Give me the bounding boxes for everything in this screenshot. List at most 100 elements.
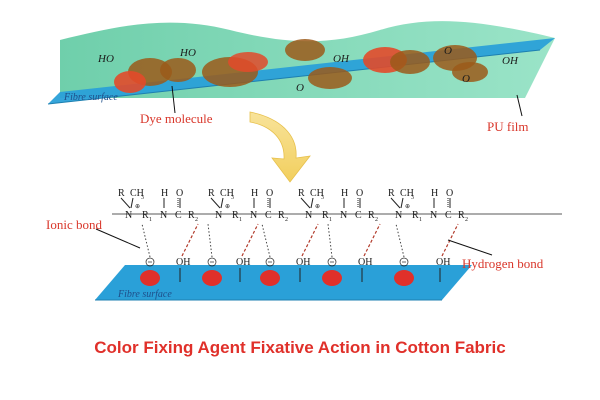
chain-bond <box>210 197 221 209</box>
negative-charge-icon <box>399 257 409 267</box>
chain-c-label: C <box>355 210 362 221</box>
chain-n-label: N <box>430 210 437 221</box>
chain-o-label: O <box>446 188 453 199</box>
chain-subscript: 3 <box>231 195 234 201</box>
chain-n-label: N <box>160 210 167 221</box>
positive-charge-icon: ⊕ <box>405 204 410 210</box>
positive-charge-icon: ⊕ <box>225 204 230 210</box>
hydrogen-bond-line <box>441 223 459 257</box>
chain-o-label: O <box>176 188 183 199</box>
ionic-bond-line <box>395 223 405 258</box>
chain-subscript: 1 <box>419 217 422 223</box>
group-label: O <box>444 45 452 57</box>
chain-r1-label: R <box>412 210 419 221</box>
chain-r2-label: R <box>188 210 195 221</box>
chain-n-label: N <box>215 210 222 221</box>
chain-subscript: 2 <box>375 217 378 223</box>
chain-bond <box>300 197 311 209</box>
chain-ch3-label: CH <box>220 188 234 199</box>
dye-molecule-label: Dye molecule <box>140 111 213 126</box>
group-label: OH <box>333 53 350 65</box>
anion-site <box>260 270 280 286</box>
group-label: HO <box>97 53 114 65</box>
pu-film-callout-line <box>516 94 523 117</box>
chain-subscript: 2 <box>285 217 288 223</box>
chain-c-label: C <box>265 210 272 221</box>
fibre-surface-label-top: Fibre surface <box>63 92 118 103</box>
chain-n-label: N <box>250 210 257 221</box>
hydrogen-bond-line <box>301 223 319 257</box>
chain-bond <box>120 197 131 209</box>
chain-bond <box>390 197 401 209</box>
chain-n-label: N <box>125 210 132 221</box>
dye-molecule <box>308 67 352 89</box>
chain-r2-label: R <box>368 210 375 221</box>
chain-subscript: 1 <box>329 217 332 223</box>
chain-o-label: O <box>356 188 363 199</box>
negative-charge-icon <box>145 257 155 267</box>
chain-bond <box>130 197 134 209</box>
hydrogen-bond-line <box>181 223 199 257</box>
chain-bond <box>220 197 224 209</box>
negative-charge-icon <box>265 257 275 267</box>
positive-charge-icon: ⊕ <box>135 204 140 210</box>
chain-r2-label: R <box>458 210 465 221</box>
chain-bond <box>400 197 404 209</box>
oh-group-label: OH <box>436 257 450 268</box>
chain-n-label: N <box>395 210 402 221</box>
chain-c-label: C <box>445 210 452 221</box>
negative-charge-icon <box>327 257 337 267</box>
chain-r1-label: R <box>232 210 239 221</box>
chain-r2-label: R <box>278 210 285 221</box>
chain-r-label: R <box>388 188 395 199</box>
group-label: O <box>296 82 304 94</box>
chain-n-label: N <box>305 210 312 221</box>
chain-subscript: 3 <box>321 195 324 201</box>
hydrogen-bond-callout-line <box>447 239 493 256</box>
hydrogen-bond-line <box>241 223 259 257</box>
chain-r-label: R <box>298 188 305 199</box>
chain-subscript: 3 <box>141 195 144 201</box>
chain-bond <box>310 197 314 209</box>
pu-film-label: PU film <box>487 119 529 134</box>
dye-molecule <box>228 52 268 72</box>
chain-h-label: H <box>341 188 348 199</box>
dye-molecule <box>160 58 196 82</box>
chain-h-label: H <box>161 188 168 199</box>
transition-arrow <box>249 111 311 183</box>
chain-ch3-label: CH <box>400 188 414 199</box>
anion-site <box>322 270 342 286</box>
chain-subscript: 2 <box>465 217 468 223</box>
oh-group-label: OH <box>358 257 372 268</box>
group-label: HO <box>179 47 196 59</box>
chain-h-label: H <box>431 188 438 199</box>
ionic-bond-line <box>207 223 213 258</box>
ionic-bond-callout-line <box>95 228 141 249</box>
fibre-surface-bottom <box>95 265 472 300</box>
chain-r1-label: R <box>322 210 329 221</box>
chain-ch3-label: CH <box>310 188 324 199</box>
chain-r-label: R <box>118 188 125 199</box>
chain-ch3-label: CH <box>130 188 144 199</box>
chain-h-label: H <box>251 188 258 199</box>
chain-subscript: 3 <box>411 195 414 201</box>
dye-callout-line <box>171 85 176 114</box>
anion-site <box>202 270 222 286</box>
top-panel: HO HO OH O O O OH Fibre surface Dye mole… <box>47 21 555 134</box>
oh-group-label: OH <box>176 257 190 268</box>
group-label: O <box>462 73 470 85</box>
ionic-bond-line <box>261 223 271 258</box>
anion-site <box>394 270 414 286</box>
negative-charge-icon <box>207 257 217 267</box>
chain-r-label: R <box>208 188 215 199</box>
dye-molecule <box>114 71 146 93</box>
ionic-bond-label: Ionic bond <box>46 217 102 232</box>
chain-subscript: 1 <box>149 217 152 223</box>
anion-site <box>140 270 160 286</box>
